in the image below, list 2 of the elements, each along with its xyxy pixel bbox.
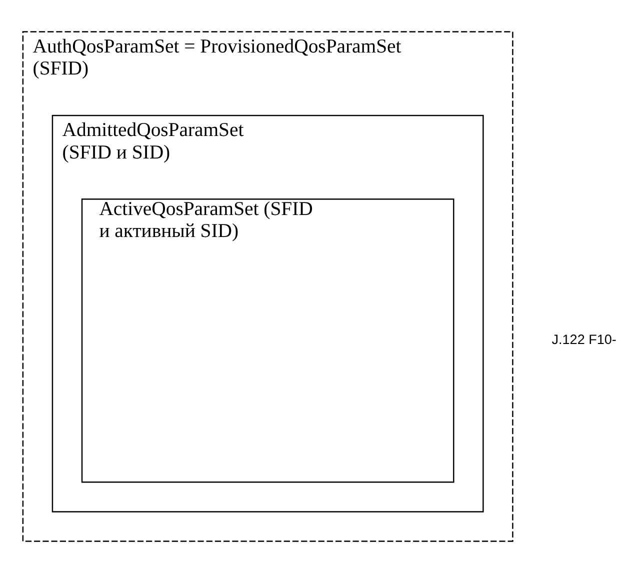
label: J.122 F10- bbox=[552, 332, 616, 347]
node-box: ActiveQosParamSet (SFID и активный SID) bbox=[81, 198, 454, 482]
